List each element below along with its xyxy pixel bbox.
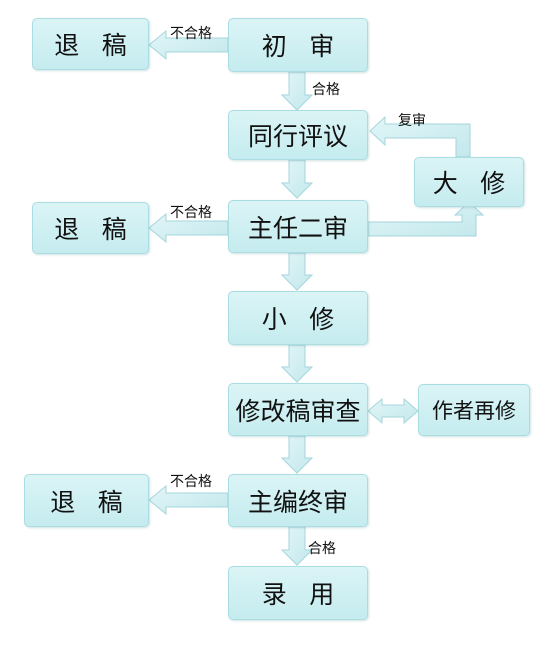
node-minor-revision: 小修 bbox=[228, 291, 368, 345]
node-peer-review: 同行评议 bbox=[228, 110, 368, 160]
label-fail-2: 不合格 bbox=[170, 205, 212, 221]
arrow-peer-to-second bbox=[280, 159, 314, 199]
node-reject-1: 退稿 bbox=[32, 18, 149, 70]
arrow-initial-to-peer bbox=[280, 71, 314, 111]
label-fail-3: 不合格 bbox=[170, 474, 212, 490]
arrow-second-to-major bbox=[367, 201, 485, 237]
arrow-major-to-peer bbox=[369, 115, 471, 158]
arrow-check-to-final bbox=[280, 435, 314, 474]
node-second-review: 主任二审 bbox=[228, 200, 368, 253]
node-final-review: 主编终审 bbox=[228, 474, 368, 527]
label-pass-1: 合格 bbox=[312, 82, 340, 98]
arrow-final-to-accept bbox=[280, 526, 314, 566]
node-accept: 录用 bbox=[228, 566, 368, 620]
node-reject-2: 退稿 bbox=[32, 202, 149, 254]
node-author-revise: 作者再修 bbox=[418, 384, 530, 436]
arrow-final-to-reject bbox=[148, 484, 229, 516]
arrow-second-to-minor bbox=[280, 252, 314, 291]
arrow-minor-to-check bbox=[280, 344, 314, 383]
label-fail-1: 不合格 bbox=[170, 26, 212, 42]
label-re-review: 复审 bbox=[398, 113, 426, 129]
label-pass-2: 合格 bbox=[308, 541, 336, 557]
arrow-second-to-reject bbox=[148, 212, 229, 244]
node-reject-3: 退稿 bbox=[24, 474, 149, 527]
node-revision-check: 修改稿审查 bbox=[228, 383, 368, 436]
arrow-initial-to-reject bbox=[148, 29, 229, 61]
arrow-check-author bbox=[367, 397, 419, 425]
node-major-revision: 大修 bbox=[414, 157, 524, 207]
node-initial-review: 初审 bbox=[228, 18, 368, 72]
